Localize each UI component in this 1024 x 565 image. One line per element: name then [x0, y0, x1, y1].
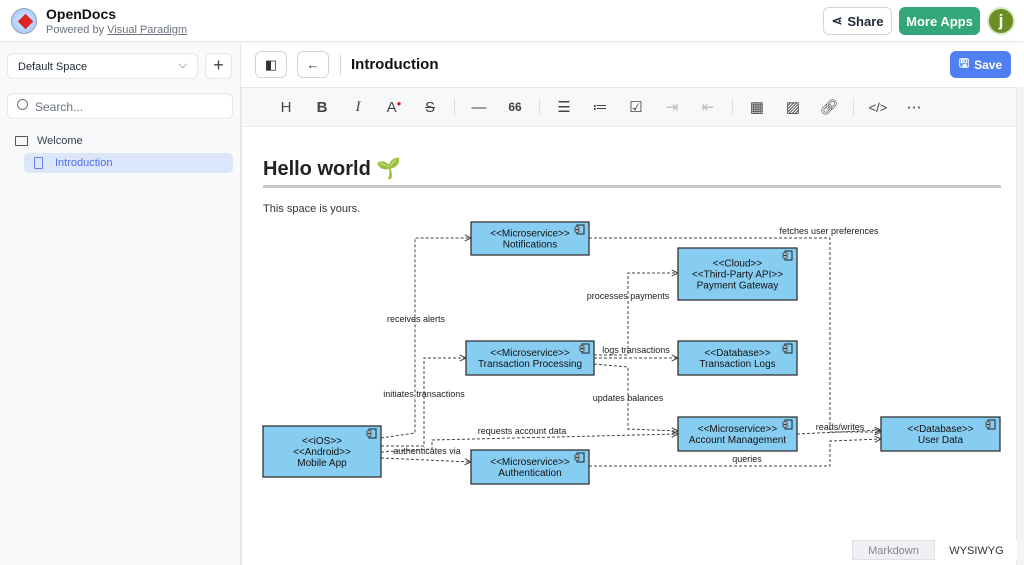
page-title: Introduction	[351, 56, 439, 73]
space-name: Default Space	[18, 61, 88, 73]
add-space-button[interactable]: +	[205, 53, 232, 79]
search-placeholder: Search...	[35, 100, 84, 114]
table-icon[interactable]: ▦	[749, 99, 765, 116]
space-selector[interactable]: Default Space ⌵	[7, 53, 198, 79]
indent-icon[interactable]: ⇥	[665, 99, 679, 116]
doc-heading: Hello world 🌱	[263, 158, 402, 180]
numbered-list-icon[interactable]: ≔	[592, 99, 608, 116]
tree-item-label: Introduction	[55, 157, 113, 169]
more-icon[interactable]: ⋯	[906, 99, 922, 116]
outdent-icon[interactable]: ⇤	[701, 99, 715, 116]
strikethrough-icon[interactable]: S	[424, 98, 435, 116]
editor-mode-tabs: Markdown WYSIWYG	[852, 540, 1018, 560]
sidebar-toggle-icon: ◧	[264, 56, 278, 72]
top-bar: OpenDocs Powered by Visual Paradigm ⋖ Sha…	[0, 0, 1024, 42]
heading-rule	[263, 185, 1001, 188]
editor: H B I A● S — 66 ☰ ≔ ☑ ⇥ ⇤ ▦ ▨ 🔗︎ </> ⋯ H…	[241, 87, 1018, 565]
opendocs-logo-icon[interactable]	[11, 8, 37, 34]
scrollbar[interactable]	[1017, 87, 1024, 565]
tree-item-introduction[interactable]: Introduction	[24, 153, 233, 173]
search-input[interactable]: Search...	[7, 93, 233, 119]
save-icon: 🖫	[958, 56, 970, 70]
tree-folder-welcome[interactable]: Welcome	[15, 135, 83, 147]
search-icon	[17, 99, 28, 110]
divider	[340, 55, 341, 75]
toolbar-divider	[853, 98, 854, 116]
document-icon	[34, 157, 43, 169]
doc-header: ◧ ← Introduction 🖫 Save	[241, 43, 1024, 87]
italic-icon[interactable]: I	[355, 98, 361, 115]
back-button[interactable]: ←	[297, 51, 329, 78]
save-button[interactable]: 🖫 Save	[950, 51, 1011, 78]
task-list-icon[interactable]: ☑	[629, 99, 643, 116]
save-label: Save	[974, 57, 1003, 72]
tab-wysiwyg[interactable]: WYSIWYG	[935, 540, 1018, 560]
link-icon[interactable]: 🔗︎	[819, 99, 839, 116]
toolbar-divider	[732, 98, 733, 116]
share-label: Share	[847, 13, 884, 29]
code-icon[interactable]: </>	[868, 99, 888, 115]
folder-icon	[15, 136, 28, 146]
heading-icon[interactable]: H	[280, 98, 292, 116]
quote-icon[interactable]: 66	[508, 100, 522, 114]
folder-label: Welcome	[37, 135, 83, 147]
powered-by: Powered by Visual Paradigm	[46, 24, 187, 36]
doc-paragraph: This space is yours.	[263, 203, 361, 215]
image-icon[interactable]: ▨	[785, 99, 801, 116]
avatar[interactable]: j	[987, 7, 1015, 35]
horizontal-rule-icon[interactable]: —	[471, 98, 487, 116]
text-color-icon[interactable]: A●	[386, 98, 402, 116]
powered-prefix: Powered by	[46, 24, 105, 36]
tab-markdown[interactable]: Markdown	[852, 540, 935, 560]
toggle-sidebar-button[interactable]: ◧	[255, 51, 287, 78]
app-title: OpenDocs	[46, 6, 117, 22]
toolbar-divider	[539, 98, 540, 116]
more-apps-button[interactable]: More Apps	[899, 7, 980, 35]
share-icon: ⋖	[831, 13, 843, 28]
editor-toolbar: H B I A● S — 66 ☰ ≔ ☑ ⇥ ⇤ ▦ ▨ 🔗︎ </> ⋯	[242, 88, 1016, 127]
share-button[interactable]: ⋖ Share	[823, 7, 892, 35]
visual-paradigm-link[interactable]: Visual Paradigm	[107, 24, 188, 36]
bold-icon[interactable]: B	[316, 98, 328, 116]
sidebar: Default Space ⌵ + Search... Welcome Intro…	[0, 43, 241, 565]
arrow-left-icon: ←	[306, 57, 320, 72]
bullet-list-icon[interactable]: ☰	[557, 99, 571, 116]
chevron-down-icon: ⌵	[178, 59, 187, 71]
toolbar-divider	[454, 98, 455, 116]
